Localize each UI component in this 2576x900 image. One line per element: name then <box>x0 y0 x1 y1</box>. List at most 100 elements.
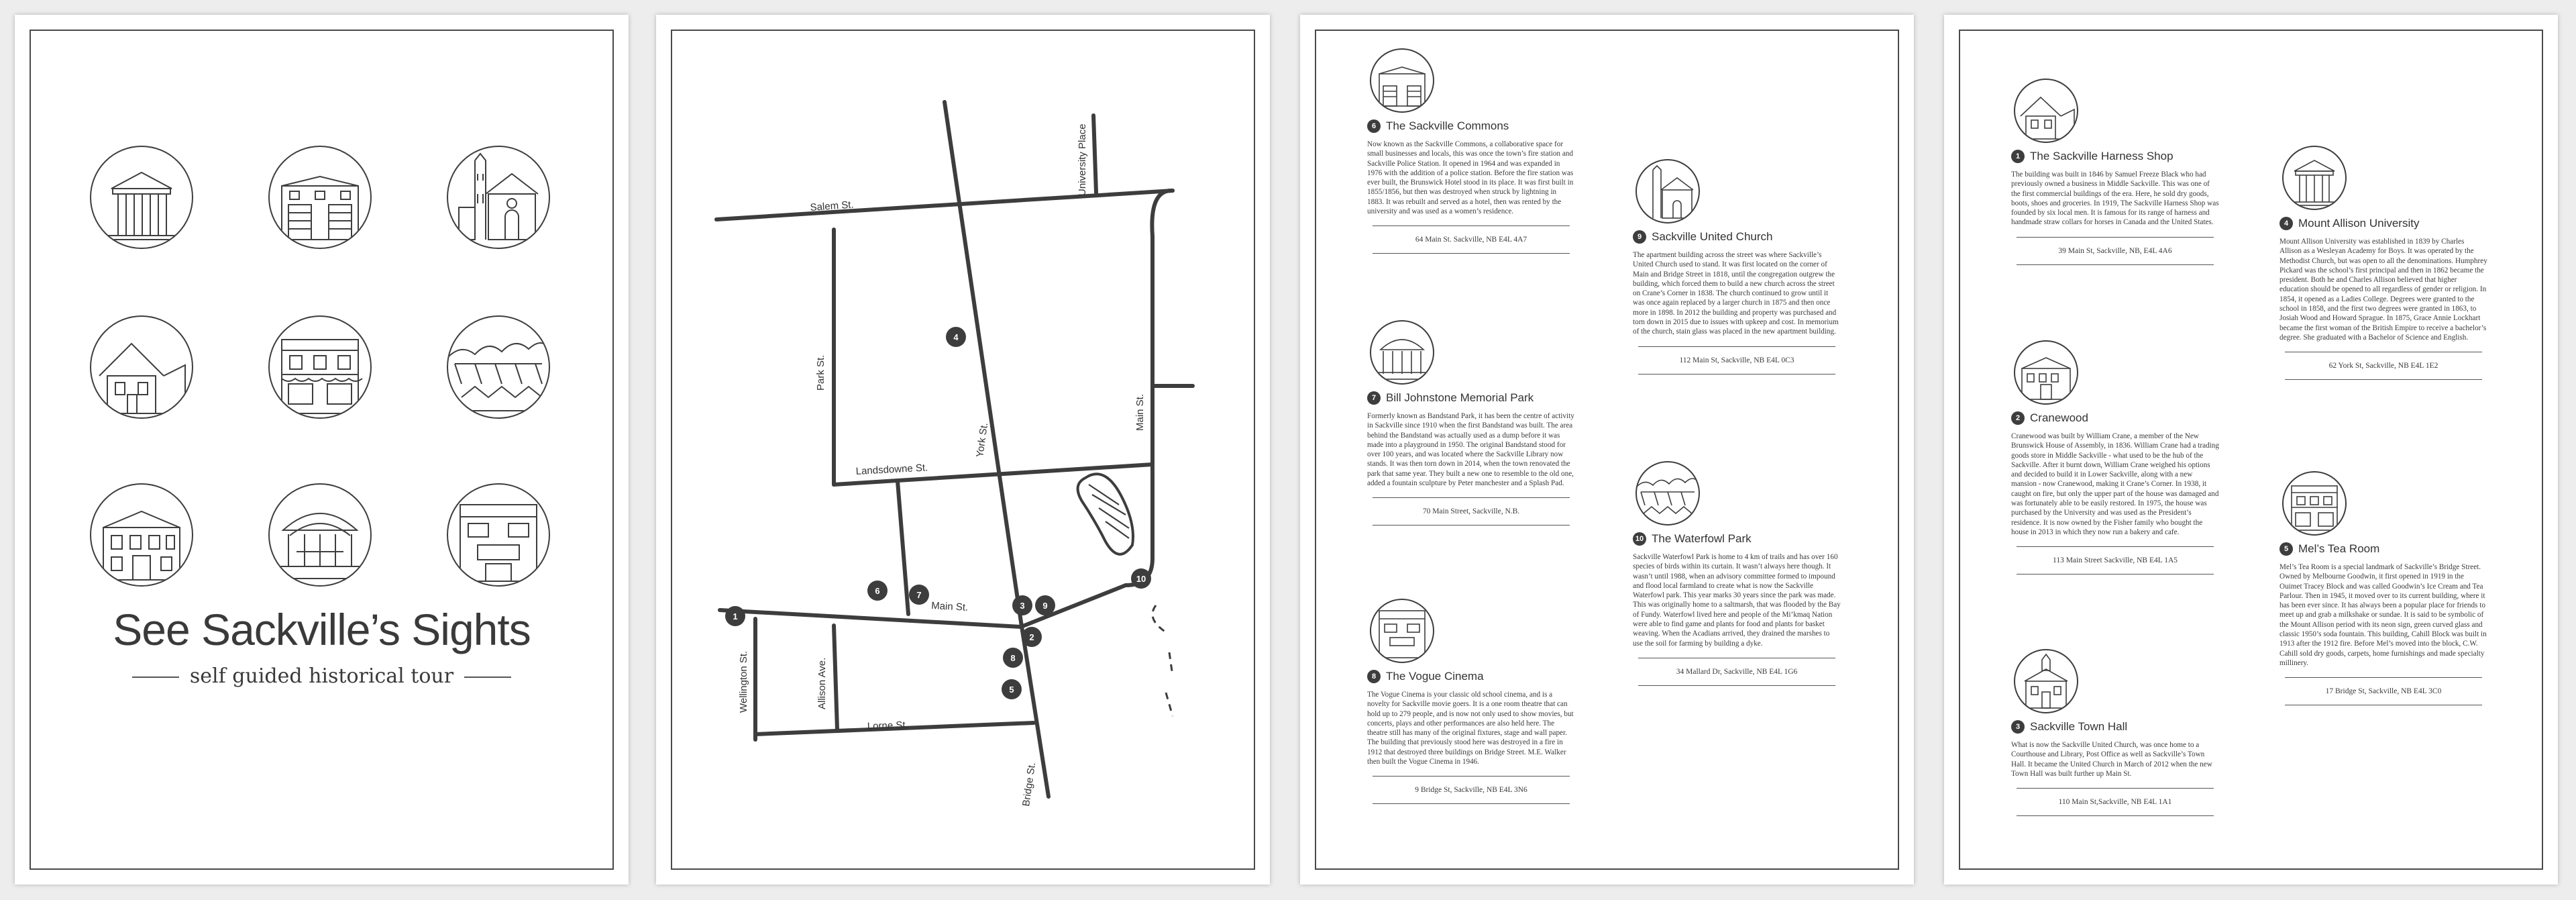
divider <box>2017 788 2214 789</box>
map-marker[interactable]: 10 <box>1131 568 1151 589</box>
street-label-main-west: Main St. <box>931 600 969 613</box>
lorne-street <box>753 721 1036 736</box>
bandstand-icon <box>268 483 372 587</box>
map-marker[interactable]: 8 <box>1003 648 1023 668</box>
cinema-icon <box>447 483 550 587</box>
map-marker[interactable]: 7 <box>909 585 929 605</box>
marker-number: 9 <box>1042 601 1047 611</box>
main-street-west <box>718 583 1128 629</box>
map-marker[interactable]: 2 <box>1022 627 1042 647</box>
entry-address: 62 York St, Sackville, NB E4L 1E2 <box>2328 362 2438 370</box>
divider <box>2017 236 2214 238</box>
street-label-main-east: Main St. <box>1134 394 1146 431</box>
entry-address: 17 Bridge St, Sackville, NB E4L 3C0 <box>2325 687 2442 696</box>
cinema-icon <box>1370 599 1434 663</box>
cover-subtitle-text: self guided historical tour <box>189 664 454 688</box>
entry-number: 10 <box>1633 532 1646 546</box>
marker-number: 5 <box>1009 685 1014 695</box>
divider <box>1638 346 1835 347</box>
street-label-salem: Salem St. <box>810 199 854 213</box>
marker-number: 1 <box>733 611 737 621</box>
divider <box>2017 546 2214 548</box>
house-icon <box>90 315 193 419</box>
entry-description: Formerly known as Bandstand Park, it has… <box>1367 412 1574 488</box>
marker-number: 10 <box>1136 574 1146 584</box>
divider <box>1638 685 1835 686</box>
street-label-university-place: University Place <box>1077 123 1088 196</box>
entry-description: The apartment building across the street… <box>1633 251 1839 336</box>
entry-title: The Sackville Harness Shop <box>2030 150 2174 162</box>
street-label-lorne: Lorne St. <box>867 719 908 732</box>
divider <box>2285 677 2482 679</box>
entry-address: 34 Mallard Dr, Sackville, NB E4L 1G6 <box>1676 667 1798 676</box>
entry-number: 1 <box>2011 150 2025 163</box>
entry-number: 8 <box>1367 670 1381 683</box>
divider <box>2017 264 2214 265</box>
entry-title: Sackville Town Hall <box>2030 720 2128 733</box>
church-icon <box>447 146 550 249</box>
map-marker[interactable]: 1 <box>725 606 745 626</box>
divider <box>1373 525 1570 526</box>
entry-address: 70 Main Street, Sackville, N.B. <box>1422 507 1520 516</box>
entry-number: 2 <box>2011 411 2025 425</box>
map-marker[interactable]: 6 <box>867 581 888 601</box>
entry-cranewood: 2 Cranewood Cranewood was built by Willia… <box>2011 340 2219 584</box>
divider <box>1373 803 1570 805</box>
entry-number: 9 <box>1633 230 1646 244</box>
entry-description: The Vogue Cinema is your classic old sch… <box>1367 691 1574 766</box>
marker-number: 4 <box>953 332 959 342</box>
map-marker[interactable]: 3 <box>1012 595 1032 615</box>
street-label-york: York St. <box>974 422 990 458</box>
marker-number: 2 <box>1029 632 1034 642</box>
map-marker[interactable]: 4 <box>946 327 966 347</box>
entry-description: Cranewood was built by William Crane, a … <box>2011 432 2219 536</box>
marker-number: 8 <box>1010 653 1015 663</box>
cover-title: See Sackville’s Sights <box>113 605 531 654</box>
map-page: Salem St. University Place Park St. Land… <box>656 15 1270 885</box>
divider <box>2017 815 2214 817</box>
church-icon <box>2014 649 2078 713</box>
map-marker[interactable]: 9 <box>1035 595 1055 615</box>
entry-title: Mount Allison University <box>2298 217 2420 230</box>
landsdowne-street <box>832 462 1155 487</box>
entry-sackville-united-church: 9 Sackville United Church The apartment b… <box>1633 159 1841 384</box>
entry-number: 7 <box>1367 391 1381 405</box>
map-marker[interactable]: 5 <box>1002 679 1022 699</box>
fire-station-icon <box>1370 48 1434 113</box>
tour-map: Salem St. University Place Park St. Land… <box>714 100 1195 807</box>
york-street <box>943 100 1023 624</box>
bandstand-icon <box>1370 320 1434 385</box>
divider <box>2285 379 2482 381</box>
allison-connector <box>896 479 910 616</box>
university-building-icon <box>90 146 193 249</box>
entry-number: 4 <box>2279 217 2293 230</box>
entry-title: Sackville United Church <box>1652 230 1773 243</box>
allison-avenue <box>832 623 839 732</box>
marker-number: 7 <box>916 590 921 600</box>
university-building-icon <box>2282 146 2347 210</box>
entry-description: Now known as the Sackville Commons, a co… <box>1367 140 1574 216</box>
street-label-landsdowne: Landsdowne St. <box>855 462 928 477</box>
entry-description: What is now the Sackville United Church,… <box>2011 741 2212 778</box>
entry-title: Cranewood <box>2030 411 2088 424</box>
cover-page: See Sackville’s Sights self guided histo… <box>15 15 629 885</box>
storefront-icon <box>268 315 372 419</box>
cover-subtitle: self guided historical tour <box>15 664 629 688</box>
garden-icon <box>1635 461 1700 526</box>
church-icon <box>1635 159 1700 223</box>
entry-title: Mel’s Tea Room <box>2298 542 2380 555</box>
bridge-street <box>1019 620 1051 799</box>
university-place <box>1091 113 1098 195</box>
entry-address: 112 Main St, Sackville, NB E4L 0C3 <box>1679 356 1794 364</box>
page-border <box>1959 30 2543 870</box>
page-border <box>1315 30 1899 870</box>
entry-address: 64 Main St. Sackville, NB E4L 4A7 <box>1415 236 1527 244</box>
